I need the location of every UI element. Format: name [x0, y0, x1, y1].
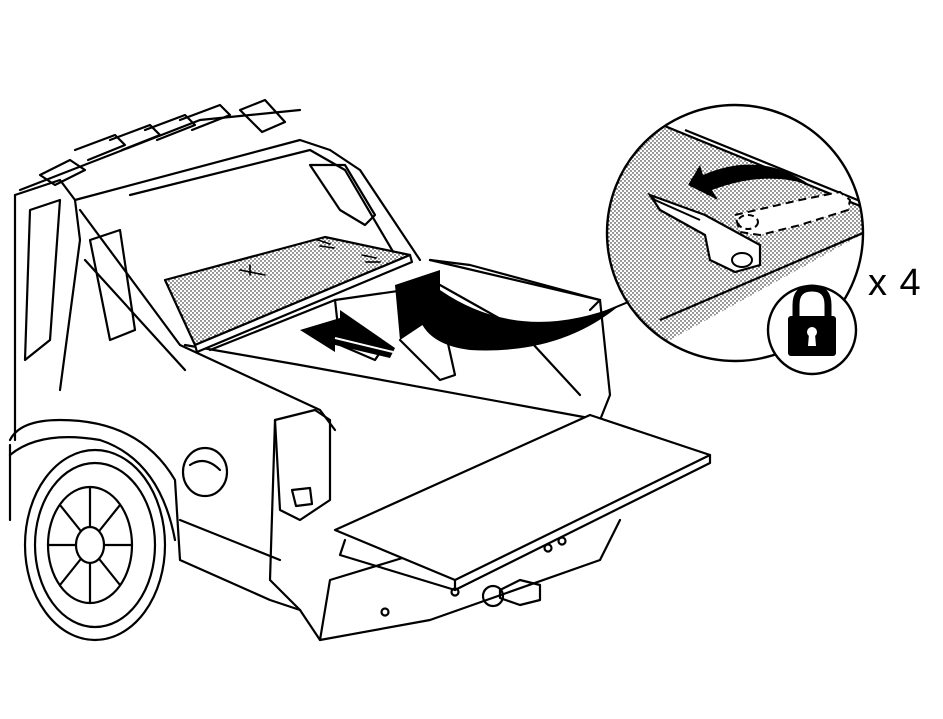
- rotate-arrow: [395, 270, 620, 351]
- slide-arrow: [300, 310, 395, 358]
- quantity-label: x 4: [868, 262, 922, 304]
- detail-callout: [584, 103, 865, 363]
- lock-icon: [766, 284, 858, 376]
- rear-wheel: [8, 436, 177, 642]
- bed-cover-panel: [163, 235, 414, 354]
- roof-ribs: [18, 98, 302, 192]
- truck-body: [8, 138, 622, 642]
